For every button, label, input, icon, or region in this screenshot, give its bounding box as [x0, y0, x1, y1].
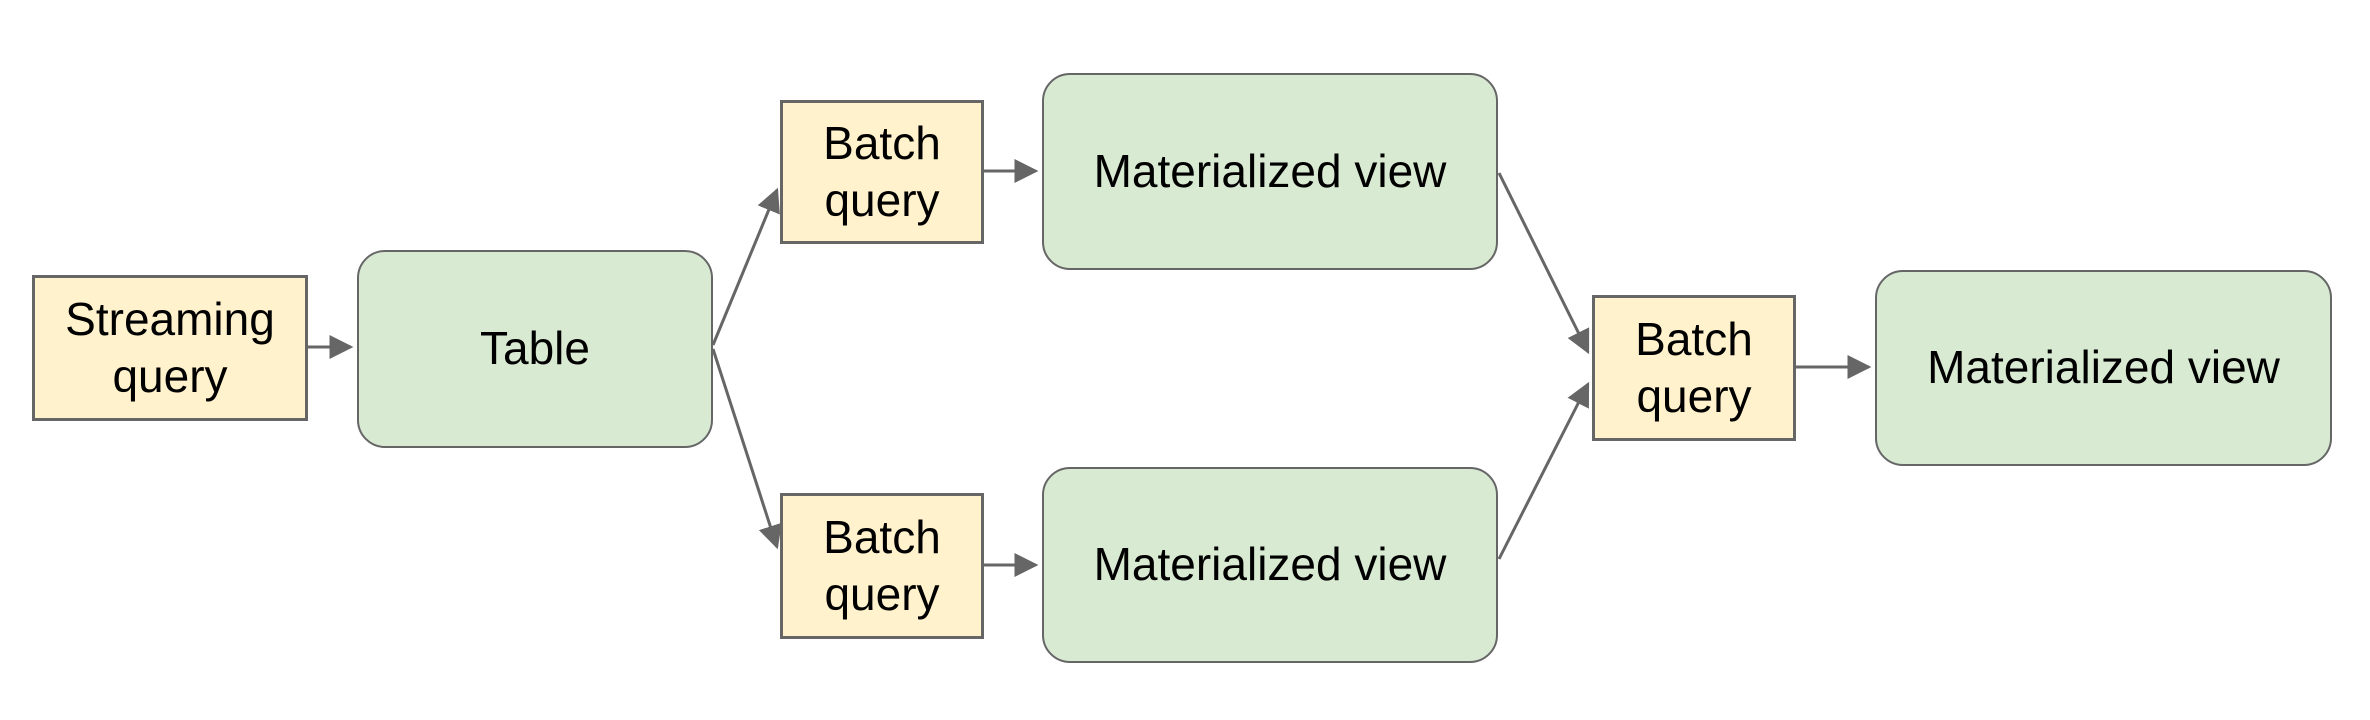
node-label: Batch query	[823, 510, 941, 621]
node-label: Table	[480, 322, 590, 375]
node-label: Materialized view	[1093, 144, 1447, 197]
node-label: Materialized view	[1927, 341, 2280, 394]
node-materialized-view-top: Materialized view	[1042, 73, 1498, 270]
node-streaming-query: Streaming query	[32, 275, 308, 421]
node-batch-query-right: Batch query	[1592, 295, 1796, 441]
node-materialized-view-right: Materialized view	[1875, 270, 2332, 466]
node-label: Batch query	[823, 116, 941, 227]
node-batch-query-bottom: Batch query	[780, 493, 984, 639]
edge-table-to-batch-query-top	[711, 187, 780, 346]
node-label: Streaming query	[65, 292, 275, 403]
edge-table-to-batch-query-bottom	[711, 348, 782, 550]
edge-materialized-view-top-to-batch-query-right	[1497, 172, 1590, 355]
node-label: Materialized view	[1093, 538, 1447, 591]
node-materialized-view-bottom: Materialized view	[1042, 467, 1498, 663]
edge-materialized-view-bottom-to-batch-query-right	[1497, 381, 1590, 560]
node-table: Table	[357, 250, 713, 448]
node-label: Batch query	[1635, 312, 1753, 423]
node-batch-query-top: Batch query	[780, 100, 984, 244]
